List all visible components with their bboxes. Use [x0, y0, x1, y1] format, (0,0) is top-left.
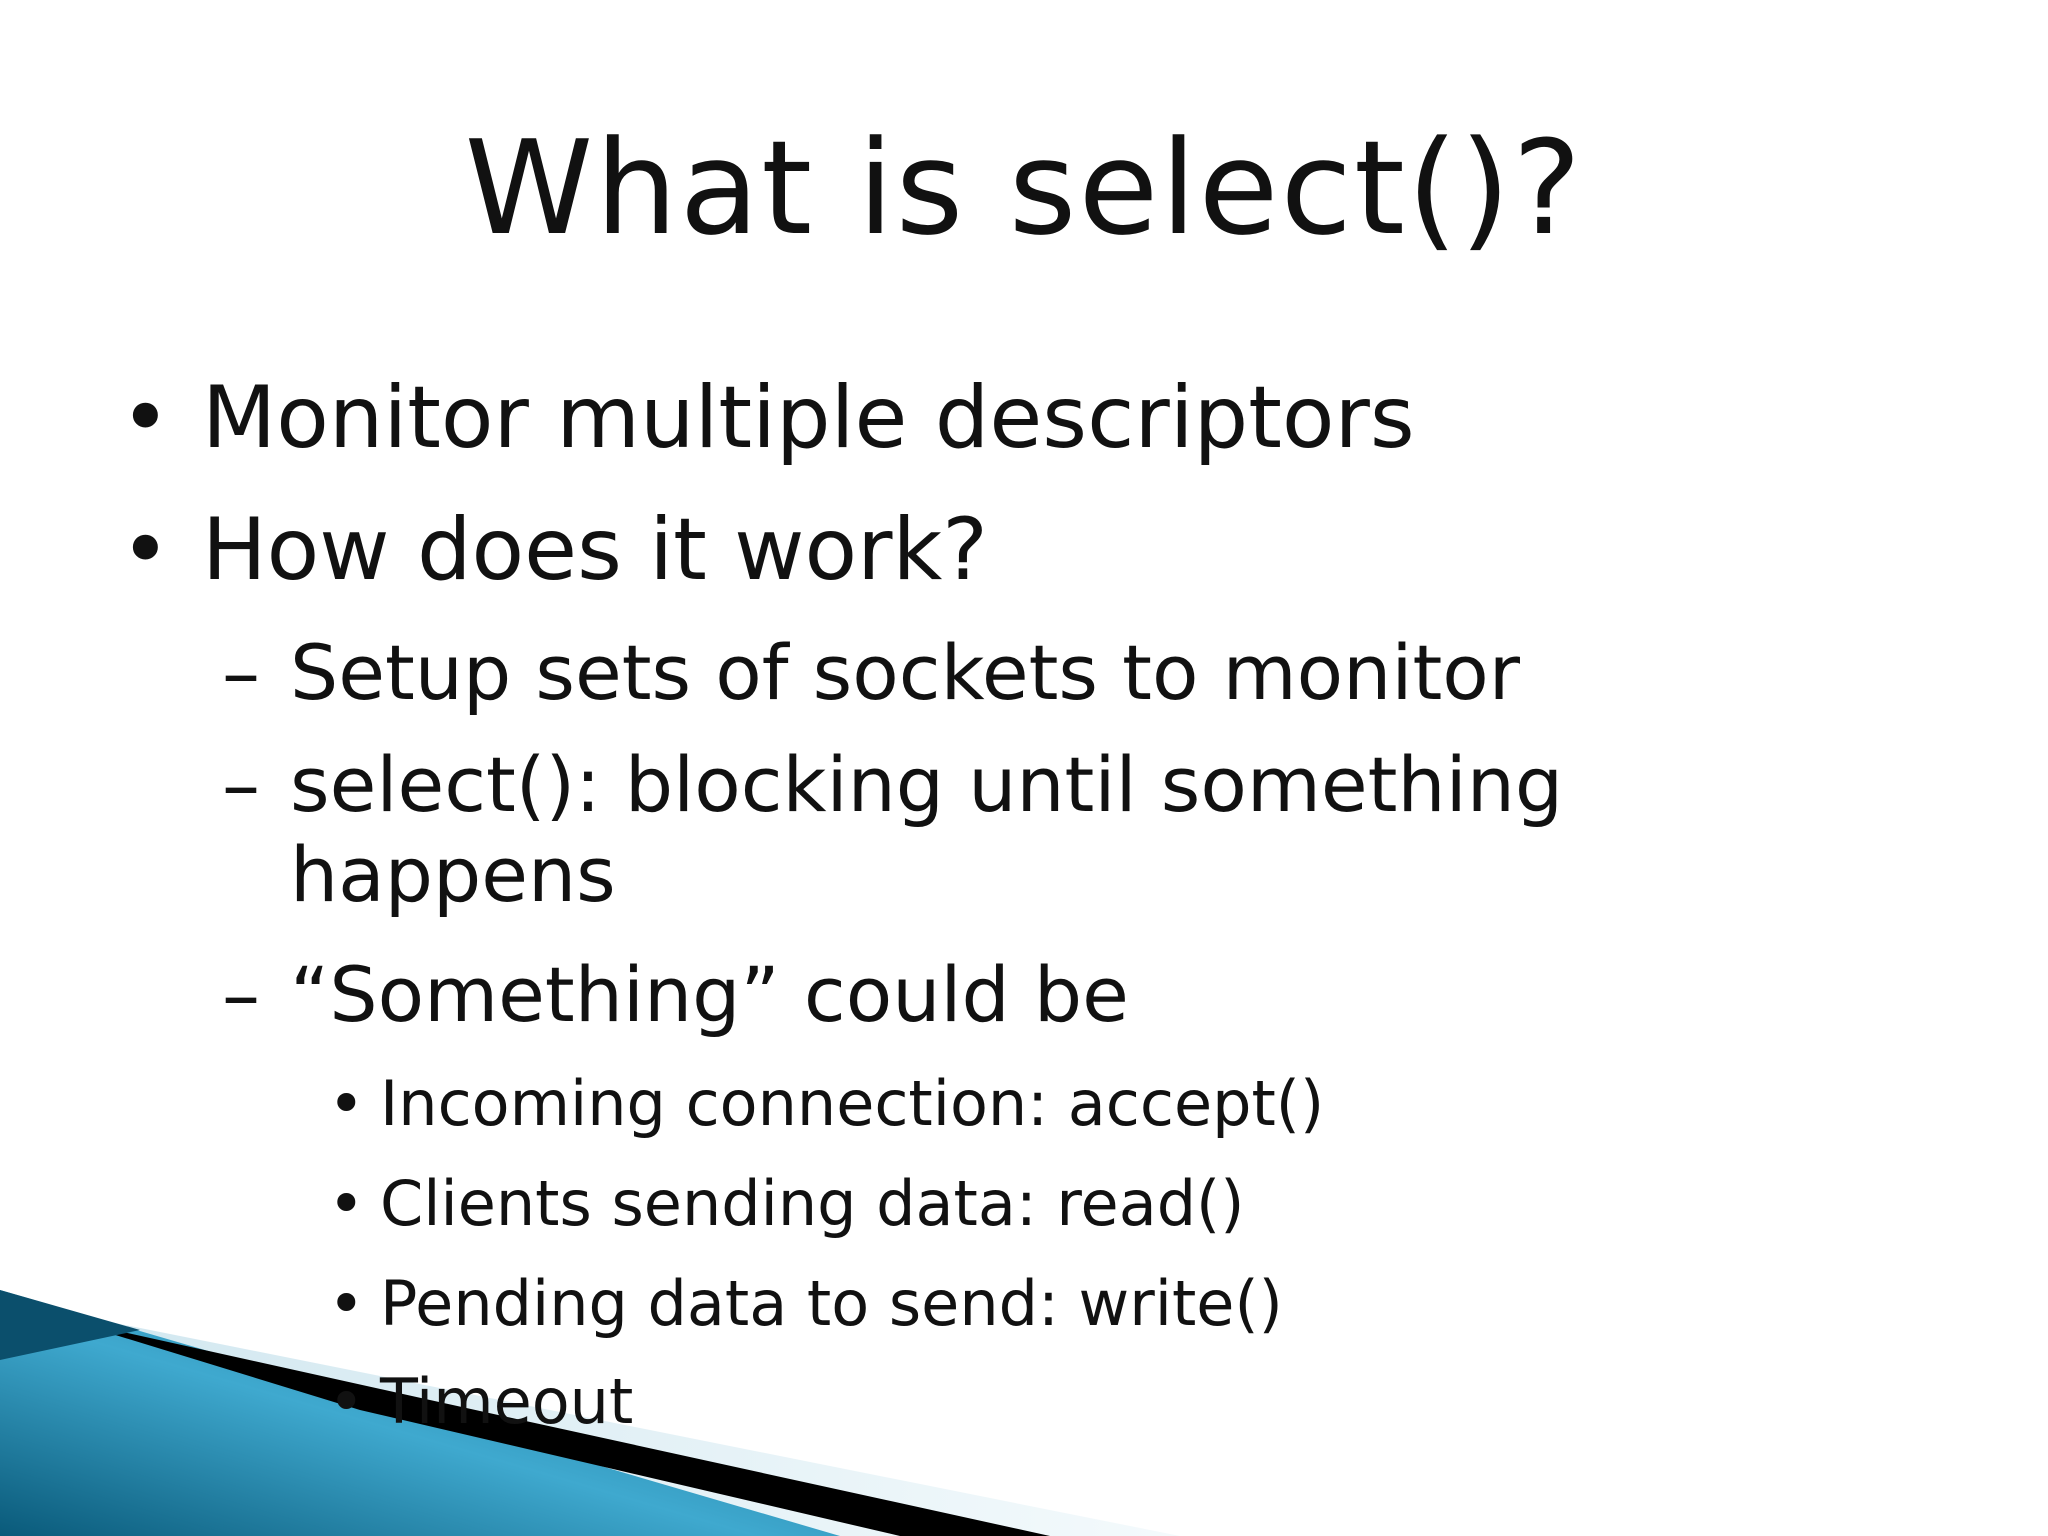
dash-marker: –: [222, 950, 260, 1039]
dash-marker: –: [222, 740, 260, 829]
sub-sub-item-text: Timeout: [380, 1365, 634, 1438]
sub-item-text: Setup sets of sockets to monitor: [290, 628, 1520, 717]
sub-sub-item-text: Incoming connection: accept(): [380, 1067, 1325, 1140]
sub-sub-item-write: •Pending data to send: write(): [328, 1268, 1283, 1340]
bullet-item-how-it-works: • How does it work?: [120, 500, 988, 600]
sub-sub-item-read: •Clients sending data: read(): [328, 1168, 1244, 1240]
bullet-item-monitor: • Monitor multiple descriptors: [120, 368, 1415, 468]
sub-item-something: –“Something” could be: [222, 950, 1129, 1040]
bullet-marker: •: [328, 1267, 365, 1340]
slide-title: What is select()?: [464, 112, 1584, 264]
sub-sub-item-timeout: •Timeout: [328, 1366, 633, 1438]
sub-item-setup: –Setup sets of sockets to monitor: [222, 628, 1520, 718]
bullet-marker: •: [120, 500, 171, 600]
bullet-marker: •: [328, 1167, 365, 1240]
bullet-marker: •: [328, 1067, 365, 1140]
sub-item-select: –select(): blocking until something happ…: [222, 740, 1690, 920]
sub-sub-item-text: Pending data to send: write(): [380, 1267, 1283, 1340]
bullet-marker: •: [120, 368, 171, 468]
sub-sub-item-accept: •Incoming connection: accept(): [328, 1068, 1324, 1140]
dash-marker: –: [222, 628, 260, 717]
sub-item-text: select(): blocking until something happe…: [290, 740, 1564, 919]
teal-wedge-top: [0, 1290, 140, 1360]
sub-item-text: “Something” could be: [290, 950, 1129, 1039]
sub-sub-item-text: Clients sending data: read(): [380, 1167, 1245, 1240]
bullet-text: How does it work?: [202, 500, 988, 600]
bullet-marker: •: [328, 1365, 365, 1438]
bullet-text: Monitor multiple descriptors: [202, 368, 1415, 468]
